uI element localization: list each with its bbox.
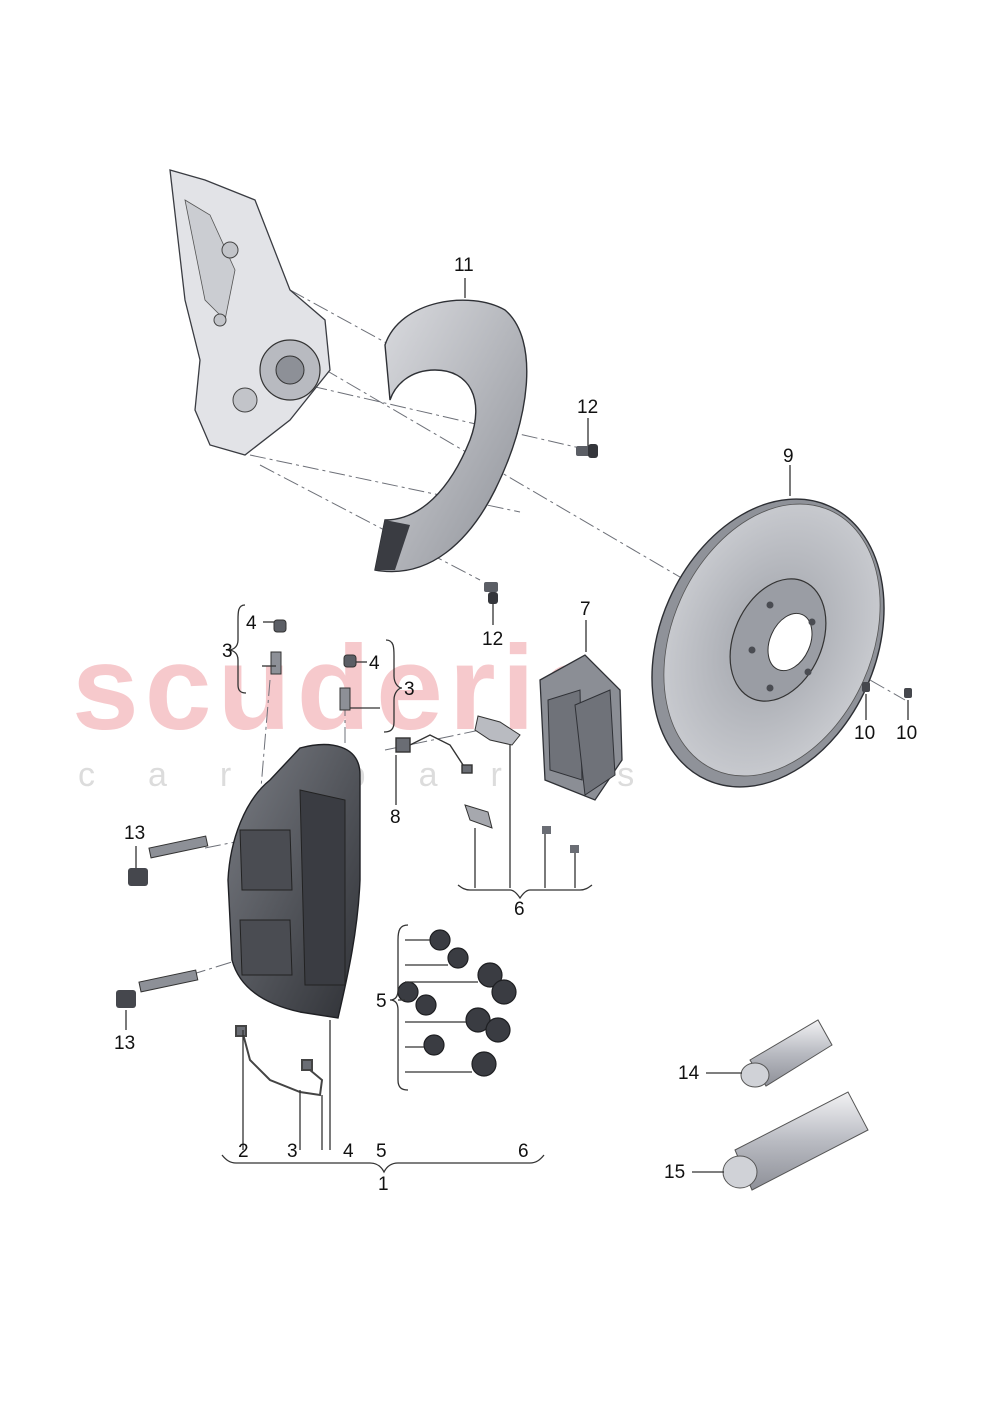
seal-kit [397,929,517,1077]
seal-ring [477,962,503,988]
shield-bolt-bottom [484,582,498,604]
brake-pads [539,654,623,801]
callout-10-a: 10 [854,723,876,744]
pad-retaining-spring [474,715,521,746]
grease-tube-small [740,1019,833,1088]
steering-knuckle [169,169,331,456]
callout-2: 2 [238,1141,249,1162]
seal-ring [415,994,437,1016]
callout-3-bottom: 3 [287,1141,298,1162]
callout-4-left: 4 [246,613,257,634]
callout-3-right: 3 [404,679,415,700]
seal-ring [465,1007,491,1033]
disc-screw-a [862,682,870,692]
bridge-pipe [235,1025,324,1097]
grease-tube-large [722,1091,869,1191]
brake-shield [374,299,528,573]
callout-13-top: 13 [124,823,146,844]
callout-8: 8 [390,807,401,828]
seal-ring [423,1034,445,1056]
pad-clip [464,804,493,829]
callout-12-bottom: 12 [482,629,504,650]
callout-6-bottom: 6 [518,1141,529,1162]
seal-ring [491,979,517,1005]
callout-11: 11 [454,255,474,276]
callout-9: 9 [783,446,794,467]
callout-6-mid: 6 [514,899,525,920]
seal-ring [397,981,419,1003]
callout-5-left: 5 [376,991,387,1012]
disc-screw-b [904,688,912,698]
bleed-valve-right [339,654,357,711]
callout-5-bottom: 5 [376,1141,387,1162]
seal-ring [447,947,469,969]
callout-13-bottom: 13 [114,1033,136,1054]
brake-caliper [227,743,361,1019]
callout-3-left: 3 [222,641,233,662]
caliper-bolt-lower [116,969,199,1008]
callout-14: 14 [678,1063,700,1084]
seal-ring [485,1017,511,1043]
caliper-bolt-upper [128,835,209,886]
wear-sensor [395,734,473,774]
bleed-valve-left [270,619,287,675]
shield-bolt-top [576,444,598,458]
callout-7: 7 [580,599,591,620]
leader-lines [125,278,909,1174]
callout-12-top: 12 [577,397,599,418]
brake-disc [651,498,885,788]
callout-1: 1 [378,1174,389,1195]
seal-ring [429,929,451,951]
callout-4-right: 4 [369,653,380,674]
callout-4-bottom: 4 [343,1141,354,1162]
pad-pin-a [542,826,551,834]
callout-15: 15 [664,1162,686,1183]
pad-pin-b [570,845,579,853]
seal-ring [471,1051,497,1077]
callout-10-b: 10 [896,723,918,744]
